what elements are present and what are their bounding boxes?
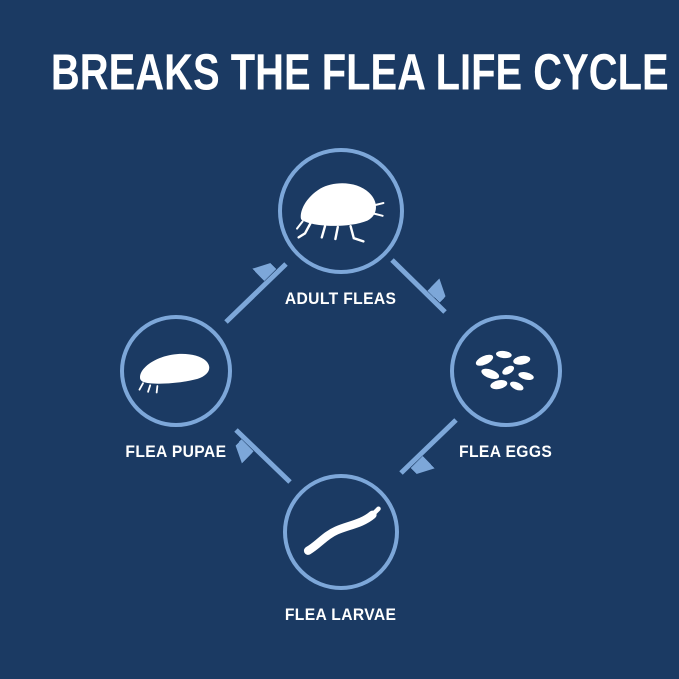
flea-pupa-icon bbox=[138, 353, 210, 394]
node-flea-pupae: FLEA PUPAE bbox=[91, 315, 261, 462]
node-label-flea-pupae: FLEA PUPAE bbox=[125, 442, 227, 461]
arrow-larvae-to-pupae bbox=[236, 428, 292, 484]
node-adult-fleas: ADULT FLEAS bbox=[256, 148, 426, 309]
node-label-adult-fleas: ADULT FLEAS bbox=[285, 289, 397, 308]
node-flea-larvae: FLEA LARVAE bbox=[256, 474, 426, 625]
flea-pupae-circle bbox=[120, 315, 232, 427]
adult-fleas-circle bbox=[278, 148, 404, 274]
arrow-eggs-to-larvae bbox=[399, 418, 458, 473]
flea-eggs-icon bbox=[475, 350, 534, 391]
node-label-flea-larvae: FLEA LARVAE bbox=[285, 605, 397, 624]
arrow-adult-to-eggs bbox=[390, 258, 445, 314]
flea-larva-icon bbox=[303, 506, 381, 555]
node-flea-eggs: FLEA EGGS bbox=[421, 315, 591, 462]
node-label-flea-eggs: FLEA EGGS bbox=[459, 442, 553, 461]
arrow-pupae-to-adult bbox=[224, 264, 288, 324]
page-title: BREAKS THE FLEA LIFE CYCLE bbox=[50, 42, 669, 101]
flea-larvae-circle bbox=[283, 474, 399, 590]
flea-eggs-circle bbox=[450, 315, 562, 427]
adult-flea-icon bbox=[296, 183, 385, 243]
